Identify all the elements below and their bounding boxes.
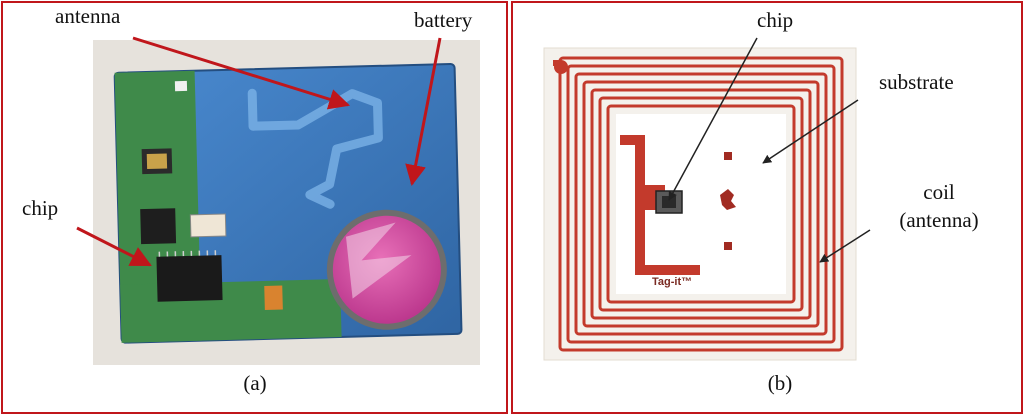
caption-a: (a) bbox=[243, 371, 267, 395]
label-chip-b: chip bbox=[757, 8, 794, 32]
label-substrate: substrate bbox=[879, 70, 954, 94]
label-coil-antenna: (antenna) bbox=[899, 208, 979, 232]
label-antenna: antenna bbox=[55, 4, 121, 28]
label-chip-a: chip bbox=[22, 196, 59, 220]
caption-b: (b) bbox=[767, 371, 793, 395]
label-coil: coil bbox=[923, 180, 955, 204]
panel-a-frame bbox=[1, 1, 508, 414]
label-battery: battery bbox=[414, 8, 473, 32]
